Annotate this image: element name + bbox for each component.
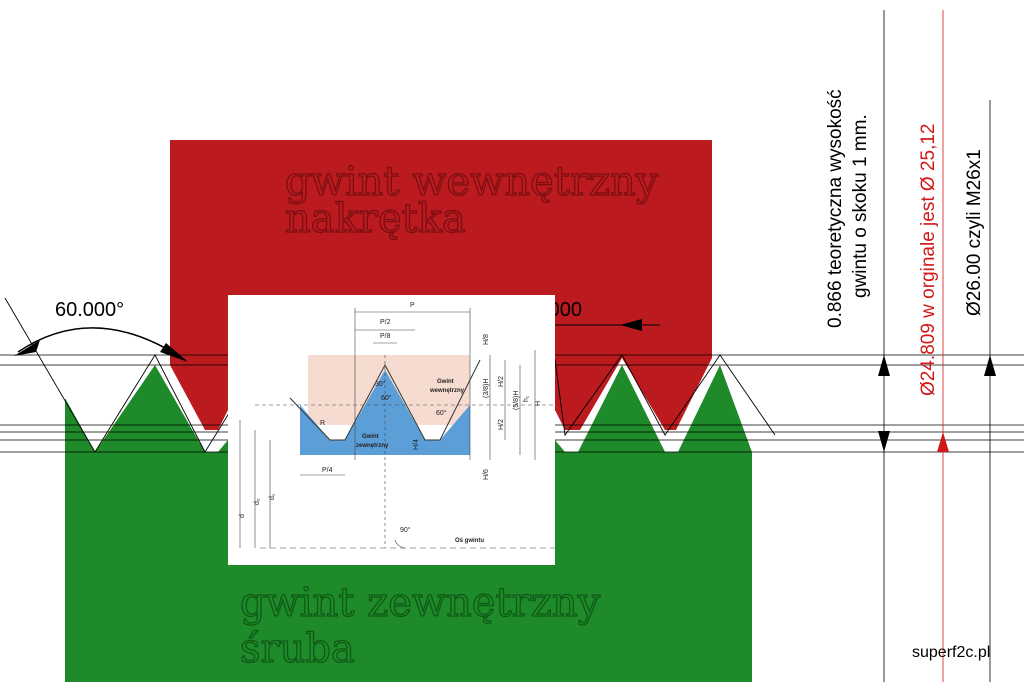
angle-arrow-left (14, 340, 40, 356)
nut-body (170, 140, 712, 430)
height-note-line2: gwintu o skoku 1 mm. (850, 114, 871, 298)
inset-angle-60b: 60° (436, 409, 447, 417)
pitch-arrow-right (620, 319, 642, 331)
inset-external-2: zewnętrzny (356, 443, 389, 449)
thread-standard-inset: P P/2 P/8 P/4 30° 60° 60° 90° R Gwint we… (228, 295, 555, 565)
inset-h-sixth: H/6 (483, 469, 490, 480)
inset-h: H (535, 401, 542, 406)
inset-p-eighth: P/8 (380, 333, 391, 340)
angle-label: 60.000° (55, 299, 124, 321)
inset-h-eighth: H/8 (483, 334, 490, 345)
angle-arrow-right (160, 343, 188, 362)
inset-external-1: Gwint (362, 434, 379, 440)
inset-internal-1: Gwint (437, 379, 454, 385)
inset-h-half-b: H/2 (498, 419, 505, 430)
inset-p: P (410, 302, 415, 309)
inset-h-5-8: (5/8)H (513, 391, 520, 410)
dia-red-label: Ø24.809 w orginale jest Ø 25,12 (918, 123, 939, 396)
inset-h-quarter: H/4 (413, 439, 420, 450)
external-thread-region (300, 370, 470, 455)
inset-angle-60a: 60° (381, 394, 392, 402)
right-arrows (878, 355, 996, 452)
inset-p-half: P/2 (380, 319, 391, 326)
inset-p-quarter: P/4 (322, 467, 333, 474)
inset-h-3-8: (3/8)H (483, 379, 490, 398)
inset-axis: Oś gwintu (455, 538, 484, 544)
height-note-line1: 0.866 teoretyczna wysokość (825, 89, 846, 328)
right-dimension-lines (883, 10, 991, 682)
inset-profile (289, 359, 481, 441)
inset-angle-30: 30° (375, 380, 386, 388)
bolt-label-line1: gwint zewnętrzny (240, 580, 601, 626)
bolt-label-line2: śruba (240, 626, 355, 672)
bolt-body (65, 365, 752, 682)
inset-d: d (239, 514, 246, 518)
watermark: superf2c.pl (912, 644, 990, 661)
dia-black-label: Ø26.00 czyli M26x1 (964, 149, 985, 316)
nut-label-line1: gwint wewnętrzny (285, 159, 659, 205)
inset-internal-2: wewnętrzny (429, 388, 465, 394)
inset-h-half-a: H/2 (498, 376, 505, 387)
inset-d2: d₂ (254, 498, 261, 505)
inset-d1: d₁ (269, 493, 276, 500)
inset-angle-90: 90° (400, 526, 411, 534)
inset-h1: h₁ (523, 395, 530, 402)
nut-label-line2: nakrętka (285, 196, 466, 242)
inset-r: R (320, 420, 325, 427)
